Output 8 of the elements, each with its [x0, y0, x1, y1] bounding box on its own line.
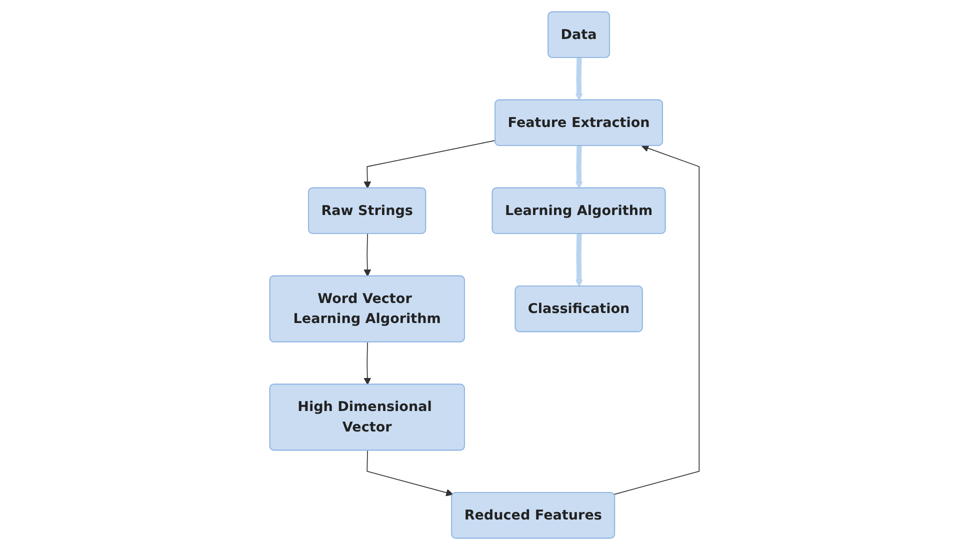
arrow	[366, 450, 453, 496]
arrow	[574, 146, 582, 189]
arrow	[363, 140, 496, 189]
arrow	[574, 58, 582, 101]
arrow	[363, 342, 371, 385]
arrow	[574, 234, 582, 287]
arrow	[613, 144, 700, 495]
arrow	[363, 234, 371, 277]
